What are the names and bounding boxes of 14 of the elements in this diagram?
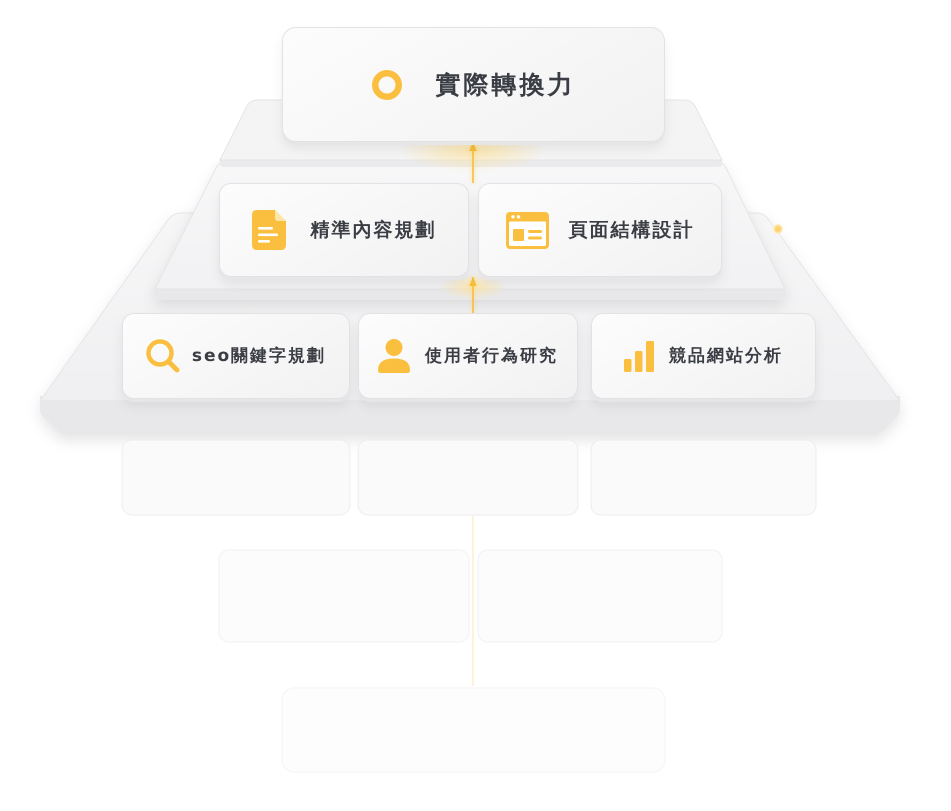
card-title: 精準內容規劃 [310,218,436,242]
card [478,183,722,277]
card [591,313,816,399]
card-title: 使用者行為研究 [425,346,558,366]
card [358,313,578,399]
arrow [469,277,477,313]
card-title: seo關鍵字規劃 [192,346,326,366]
arrow [469,142,477,183]
card [282,27,665,142]
card-title: 頁面結構設計 [568,218,694,242]
card-title: 競品網站分析 [669,346,783,366]
card-title: 實際轉換力 [436,70,576,100]
card [122,313,350,399]
card [219,183,469,277]
